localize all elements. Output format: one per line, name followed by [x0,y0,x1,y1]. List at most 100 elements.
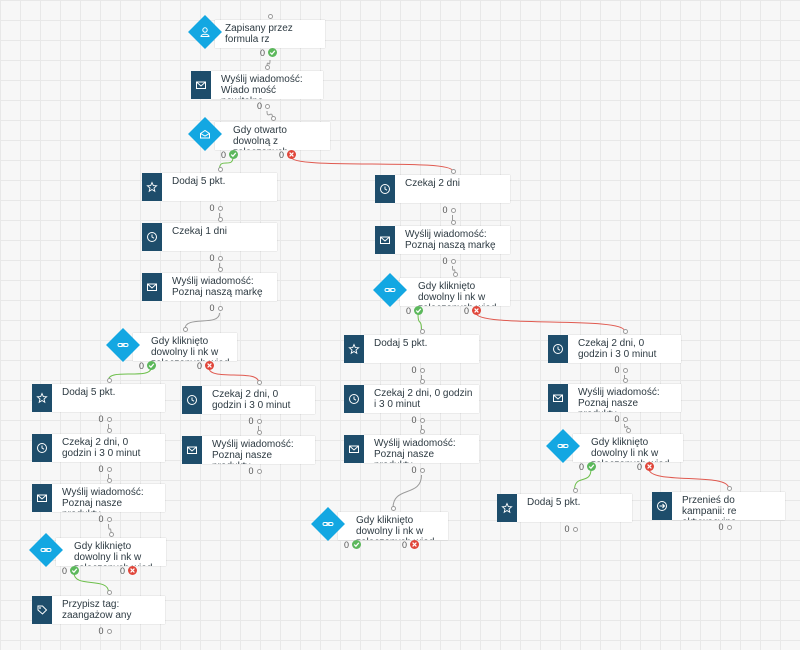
output-port[interactable] [419,468,425,473]
check-icon [588,464,595,470]
node-label: Przenieś do kampanii: re aktywacyjna [672,492,785,520]
node-count: 0 [614,365,620,375]
connector-next [392,474,422,509]
input-port[interactable] [572,488,578,493]
output-port[interactable] [450,259,456,264]
flow-node-message[interactable]: Wyślij wiadomość: Poznaj nasze produkty0 [182,430,315,476]
yes-branch-badge[interactable] [414,306,423,315]
no-branch-badge[interactable] [205,361,214,370]
flow-node-condition[interactable]: Gdy kliknięto dowolny li nk w załączonyc… [29,532,166,576]
output-badge[interactable] [268,48,277,57]
input-port[interactable] [419,379,425,384]
input-port[interactable] [419,329,425,334]
node-count: 0 [257,101,263,111]
flow-node-condition[interactable]: Gdy otwarto dowolną z załączonych wiadom… [188,116,330,160]
node-count: 0 [248,416,254,426]
flow-node-condition[interactable]: Gdy kliknięto dowolny li nk w załączonyc… [546,428,683,472]
output-port[interactable] [256,469,262,474]
input-port[interactable] [217,167,223,172]
input-port[interactable] [391,506,396,511]
input-port[interactable] [217,267,223,272]
link-icon [557,444,569,448]
input-port[interactable] [265,65,270,70]
yes-branch-badge[interactable] [587,462,596,471]
input-port[interactable] [217,217,223,222]
input-port[interactable] [450,220,456,225]
output-port[interactable] [217,206,223,211]
input-port[interactable] [256,430,262,435]
output-port[interactable] [622,417,628,422]
clock-icon [349,394,359,404]
flow-node-message[interactable]: Wyślij wiadomość: Wiado mość powitalna0 [191,65,323,111]
input-port[interactable] [106,590,112,595]
output-port[interactable] [217,256,223,261]
output-port[interactable] [419,368,425,373]
input-port[interactable] [419,429,425,434]
output-port[interactable] [726,525,732,530]
node-icon-tile [344,435,364,463]
yes-branch-badge[interactable] [70,566,79,575]
output-port[interactable] [106,629,112,634]
flow-node-condition[interactable]: Gdy kliknięto dowolny li nk w załączonyc… [373,272,510,316]
flow-node-points[interactable]: Dodaj 5 pkt.0 [497,488,632,534]
input-port[interactable] [256,380,262,385]
connector-yes [108,367,152,381]
input-port[interactable] [106,478,112,483]
flow-node-points[interactable]: Dodaj 5 pkt.0 [142,167,277,213]
no-branch-badge[interactable] [128,566,137,575]
input-port[interactable] [626,428,631,433]
input-port[interactable] [622,329,628,334]
node-label: Dodaj 5 pkt. [52,384,165,412]
no-branch-badge[interactable] [472,306,481,315]
no-branch-badge[interactable] [410,540,419,549]
input-port[interactable] [106,428,112,433]
output-port[interactable] [622,368,628,373]
input-port[interactable] [622,378,628,383]
node-count: 0 [98,464,104,474]
output-port[interactable] [106,467,112,472]
node-count: 0 [411,365,417,375]
connector-next [184,312,220,330]
yes-branch-badge[interactable] [229,150,238,159]
no-branch-badge[interactable] [287,150,296,159]
flow-node-message[interactable]: Wyślij wiadomość: Poznaj nasze produkty0 [344,429,479,475]
flow-node-message[interactable]: Wyślij wiadomość: Poznaj nasze produkty0 [548,378,681,424]
flow-node-condition[interactable]: Gdy kliknięto dowolny li nk w załączonyc… [106,327,237,371]
input-port[interactable] [270,116,276,121]
input-port[interactable] [106,378,112,383]
node-icon-tile [344,335,364,363]
flow-node-message[interactable]: Wyślij wiadomość: Poznaj nasze produkty0 [32,478,165,524]
input-port[interactable] [450,169,456,174]
yes-branch-badge[interactable] [147,361,156,370]
output-port[interactable] [106,417,112,422]
output-port[interactable] [106,517,112,522]
input-port[interactable] [453,272,458,277]
flow-node-points[interactable]: Dodaj 5 pkt.0 [344,329,479,375]
input-port[interactable] [109,532,114,537]
yes-branch-badge[interactable] [352,540,361,549]
output-port[interactable] [450,208,456,213]
output-port[interactable] [265,104,270,109]
output-port[interactable] [256,419,262,424]
output-port[interactable] [217,306,223,311]
no-branch-badge[interactable] [645,462,654,471]
input-port[interactable] [183,327,188,332]
flow-node-condition[interactable]: Gdy kliknięto dowolny li nk w załączonyc… [311,506,448,550]
flow-node-points[interactable]: Dodaj 5 pkt.0 [32,378,165,424]
input-port[interactable] [726,486,732,491]
output-port[interactable] [419,418,425,423]
output-port[interactable] [572,527,578,532]
input-port[interactable] [268,14,273,19]
flow-node-move[interactable]: Przenieś do kampanii: re aktywacyjna0 [652,486,785,532]
